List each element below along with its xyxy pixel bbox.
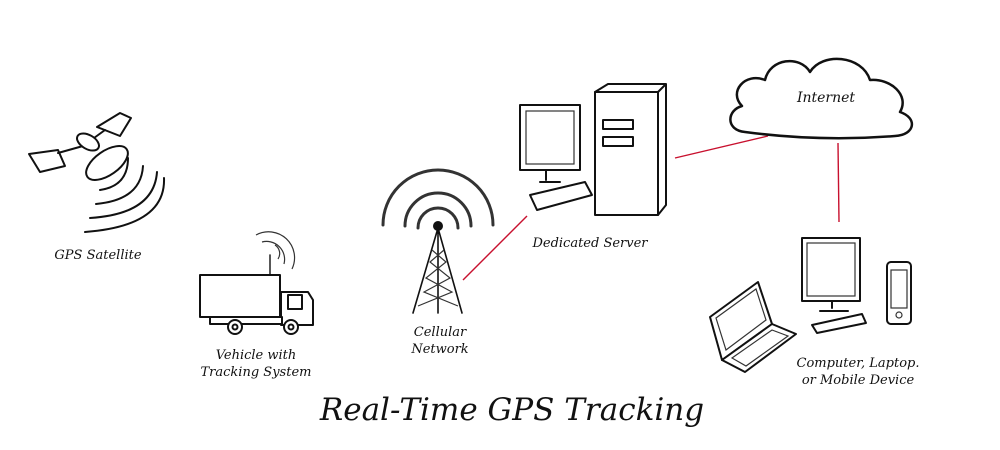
- cellular-label-line2: Network: [410, 342, 468, 357]
- satellite-label: GPS Satellite: [54, 248, 141, 263]
- satellite-icon: [28, 112, 166, 233]
- devices-label-line1: Computer, Laptop.: [797, 356, 920, 371]
- connector-server-internet: [674, 135, 769, 159]
- diagram-title: Real-Time GPS Tracking: [319, 392, 704, 428]
- internet-cloud-icon: [729, 57, 913, 140]
- cellular-label-line1: Cellular: [414, 325, 467, 340]
- connectors: [462, 135, 840, 281]
- cell-tower-icon: [381, 168, 495, 314]
- server-label: Dedicated Server: [531, 236, 648, 251]
- connector-tower-server: [462, 215, 528, 281]
- server-icon: [519, 83, 667, 216]
- client-devices-icon: [709, 237, 912, 373]
- devices-label-line2: or Mobile Device: [802, 373, 915, 388]
- vehicle-label-line2: Tracking System: [201, 365, 312, 380]
- internet-label: Internet: [796, 90, 855, 106]
- vehicle-label-line1: Vehicle with: [216, 348, 297, 363]
- connector-internet-devices: [837, 142, 840, 223]
- truck-icon: [199, 231, 314, 335]
